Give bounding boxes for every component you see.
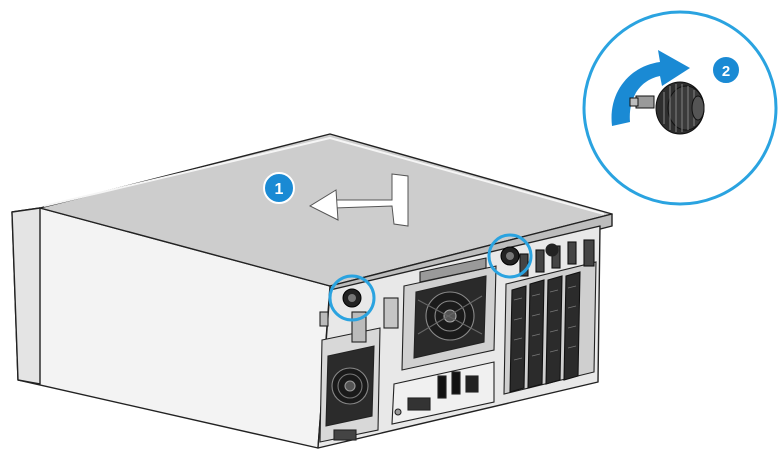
chassis-front-edge [11, 207, 41, 385]
io-screw [394, 408, 402, 416]
callout-2: 2 [711, 55, 741, 85]
cover-latch-handle [419, 257, 487, 283]
power-connector [333, 429, 357, 441]
back-panel-details [319, 239, 597, 443]
slot-retainer-knob [545, 243, 559, 257]
usb-port-2 [451, 371, 461, 395]
rotate-arrow-icon [611, 50, 690, 126]
usb-port-1 [437, 375, 447, 399]
detail-inset: 2 [582, 10, 778, 206]
rear-bracket [383, 297, 399, 329]
vga-port [407, 397, 431, 411]
cover-edge-highlight [43, 137, 605, 215]
thumbscrew-left-highlight-ring [328, 274, 376, 322]
thumbscrew-closeup [629, 81, 705, 135]
system-fan-grille [413, 275, 487, 359]
thumbscrew-left [342, 288, 362, 308]
slide-direction-arrow [308, 173, 409, 227]
callout-2-label: 2 [722, 63, 730, 80]
slot-bracket-tabs [519, 239, 595, 277]
network-port [465, 375, 479, 393]
callout-1: 1 [263, 172, 295, 204]
psu-fan-grille [325, 345, 375, 427]
callout-1-label: 1 [275, 181, 284, 198]
padlock-eye [319, 311, 329, 327]
thumbscrew-right-highlight-ring [487, 233, 533, 279]
slot-vent-holes [513, 285, 577, 361]
thumbscrew-right [500, 246, 520, 266]
